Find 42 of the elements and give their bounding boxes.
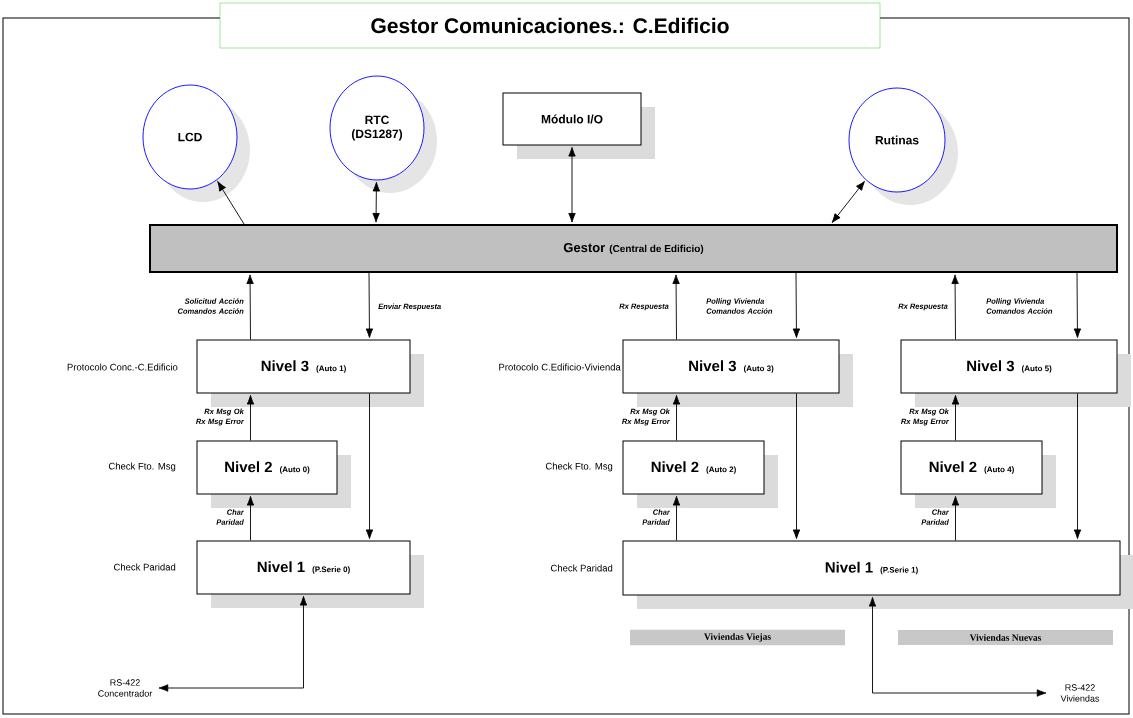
arrow xyxy=(831,181,865,223)
arrow xyxy=(365,272,374,339)
hatched-band: Viviendas Nuevas xyxy=(898,630,1113,645)
arrow xyxy=(792,272,801,339)
arrow xyxy=(951,274,959,340)
arrow xyxy=(792,393,801,540)
module-box: Módulo I/O xyxy=(502,92,642,146)
arrow xyxy=(158,595,308,692)
arrow xyxy=(672,394,681,441)
arrow xyxy=(672,495,681,541)
level-box: Nivel 2 (Auto 0) xyxy=(196,440,338,495)
level-box: Nivel 3 (Auto 3) xyxy=(622,339,840,394)
port-label: RS-422 Concentrador xyxy=(98,679,153,697)
level-box: Nivel 2 (Auto 4) xyxy=(900,440,1043,495)
side-label: Check Paridad xyxy=(114,563,176,571)
arrow xyxy=(672,274,680,340)
title-box: Gestor Comunicaciones.: C.Edificio xyxy=(219,2,881,49)
side-label: Check Fto. Msg xyxy=(545,462,613,472)
arrow xyxy=(568,146,576,223)
arrow xyxy=(246,495,255,541)
arrow xyxy=(372,181,381,223)
arrow xyxy=(365,393,374,540)
level-box: Nivel 3 (Auto 5) xyxy=(900,339,1118,394)
side-label: Check Paridad xyxy=(551,564,613,572)
level-box: Nivel 3 (Auto 1) xyxy=(196,339,411,394)
level-box: Nivel 2 (Auto 2) xyxy=(622,440,765,495)
hatched-band: Viviendas Viejas xyxy=(630,629,845,646)
side-label: Protocolo C.Edificio-Vivienda xyxy=(499,363,621,371)
arrow xyxy=(246,274,254,340)
level-box: Nivel 1 (P.Serie 1) xyxy=(622,540,1121,596)
arrow xyxy=(1073,272,1082,339)
arrow xyxy=(951,394,960,441)
side-label: Check Fto. Msg xyxy=(108,462,176,472)
arrow xyxy=(951,495,960,541)
arrow xyxy=(868,596,1047,697)
port-label: RS-422 Viviendas xyxy=(1060,684,1100,702)
manager-bar: Gestor (Central de Edificio) xyxy=(149,224,1118,273)
side-label: Protocolo Conc.-C.Edificio xyxy=(67,363,178,371)
arrow xyxy=(217,181,245,225)
arrow xyxy=(246,394,255,441)
level-box: Nivel 1 (P.Serie 0) xyxy=(196,540,411,595)
arrow xyxy=(1073,393,1082,540)
